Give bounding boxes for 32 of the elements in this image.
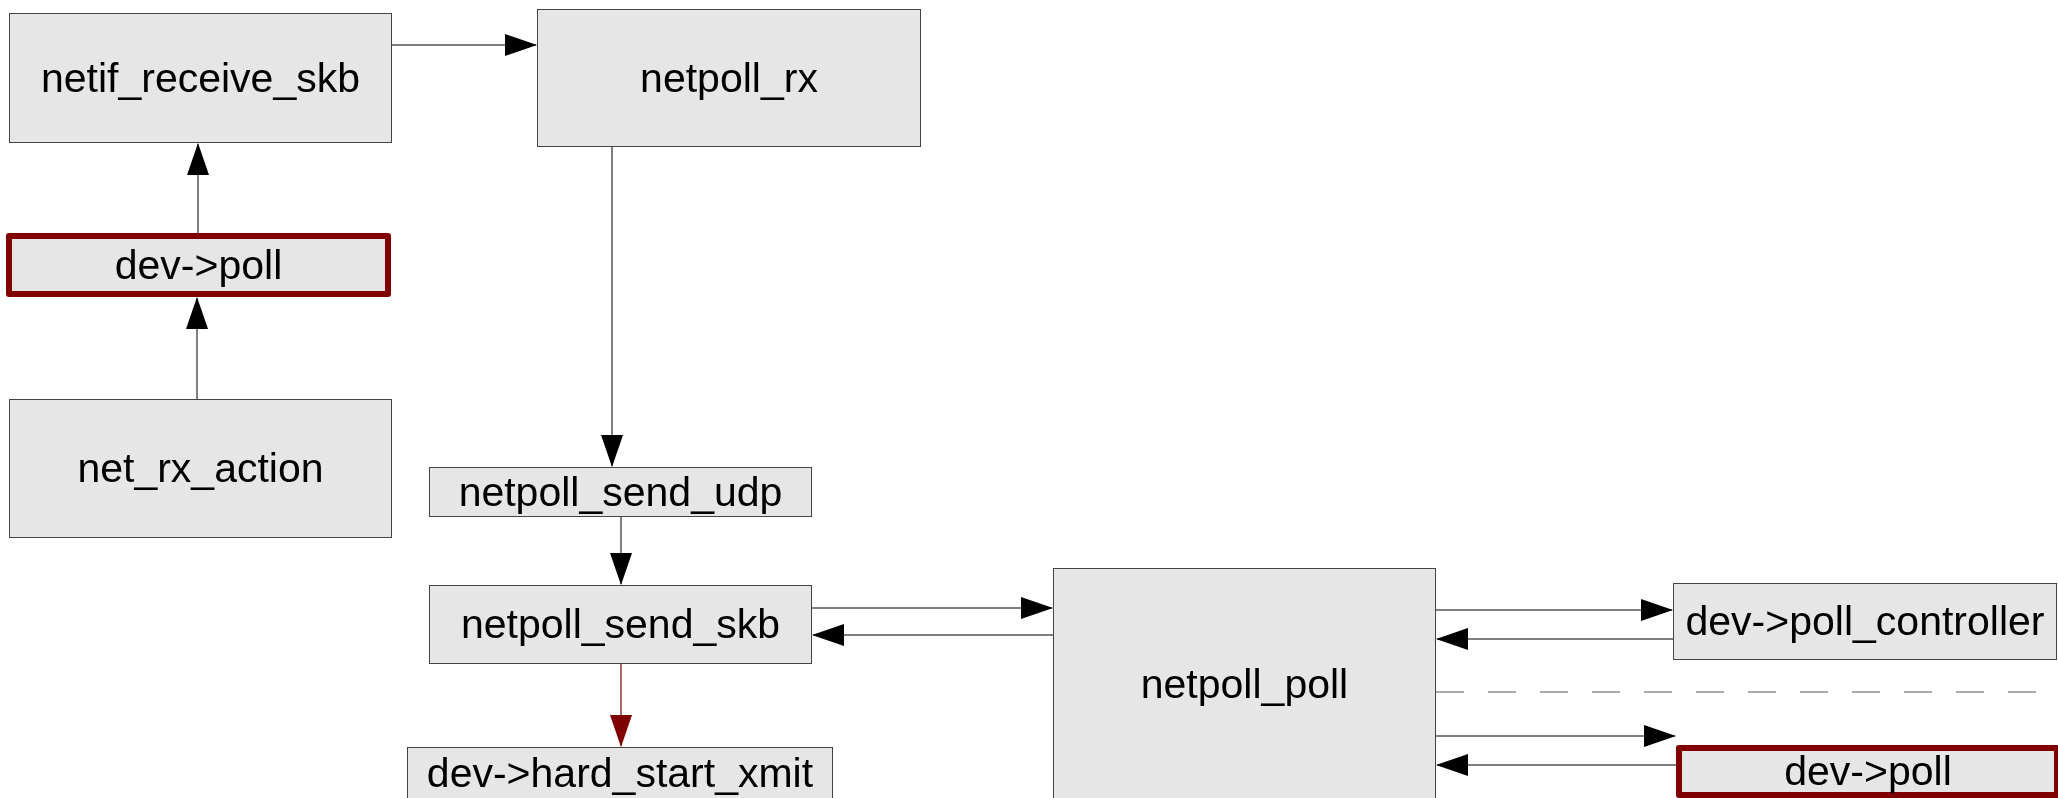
- arrow: [601, 146, 623, 467]
- arrow: [1435, 599, 1673, 621]
- function-box: [9, 13, 392, 143]
- arrow: [610, 516, 632, 585]
- arrow: [186, 297, 208, 400]
- function-box: [9, 399, 392, 538]
- function-box: [1053, 568, 1436, 798]
- function-box: [6, 233, 391, 297]
- function-box: [407, 747, 833, 798]
- function-name: netpoll_poll: [1140, 663, 1349, 705]
- function-name: dev->poll: [1784, 751, 1952, 792]
- function-name: dev->poll_controller: [1685, 601, 2045, 642]
- function-name: dev->poll: [114, 244, 283, 286]
- function-box: [1673, 583, 2057, 660]
- arrow: [187, 143, 209, 234]
- function-box: [537, 9, 921, 147]
- function-box: [429, 467, 812, 517]
- function-name: netpoll_send_udp: [458, 471, 783, 513]
- function-name: dev->hard_start_xmit: [426, 753, 814, 794]
- function-name: netpoll_send_skb: [460, 604, 781, 645]
- function-name: netif_receive_skb: [40, 57, 361, 99]
- arrow: [391, 34, 537, 56]
- arrow: [1436, 754, 1677, 776]
- function-name: netpoll_rx: [640, 57, 818, 99]
- arrow: [610, 663, 632, 747]
- arrow: [1435, 725, 1676, 747]
- arrow: [1436, 628, 1674, 650]
- function-name: net_rx_action: [77, 448, 324, 489]
- arrow: [812, 624, 1054, 646]
- function-box: [1676, 745, 2058, 798]
- arrow: [811, 597, 1053, 619]
- function-box: [429, 585, 812, 664]
